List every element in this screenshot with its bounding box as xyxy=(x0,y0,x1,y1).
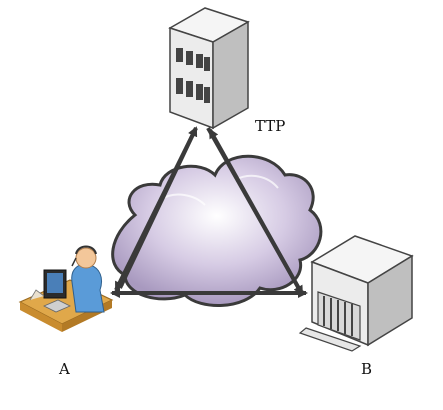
office-building-icon xyxy=(168,7,250,130)
bank-building-icon xyxy=(298,235,414,352)
node-b-label: B xyxy=(361,360,373,378)
arrow-b-ttp xyxy=(208,128,304,295)
node-a-label: A xyxy=(59,360,70,378)
connection-arrows xyxy=(110,126,308,298)
user-at-desk-icon xyxy=(18,245,114,332)
ttp-label: TTP xyxy=(255,117,286,135)
arrow-ttp-a xyxy=(114,127,198,292)
